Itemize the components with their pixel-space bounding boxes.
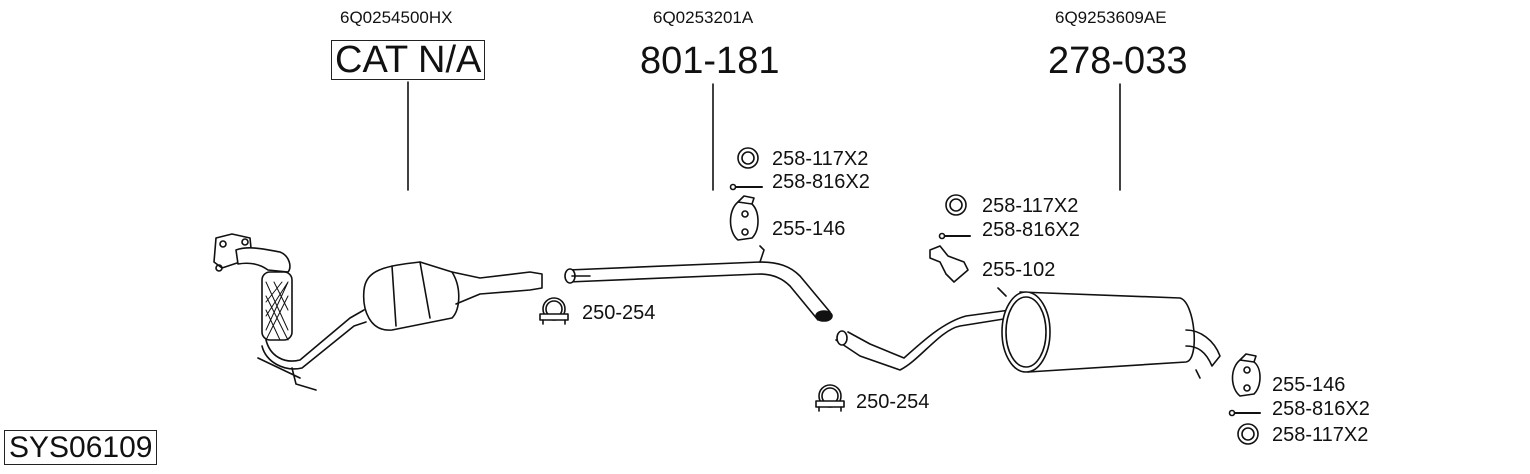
clamp-label: 250-254 [856, 391, 930, 413]
fitting-label: 255-146 [772, 218, 846, 240]
ring-icon [1237, 423, 1259, 445]
rubber-hanger-icon [1231, 353, 1261, 397]
catalytic-converter-part[interactable] [213, 233, 543, 391]
part-number-middle-pipe[interactable]: 801-181 [640, 40, 780, 82]
fitting-label: 258-117X2 [1272, 424, 1369, 446]
fitting-label: 258-117X2 [772, 148, 869, 170]
clamp-icon [815, 384, 845, 412]
part-number-cat[interactable]: CAT N/A [331, 40, 486, 80]
fitting-label: 258-816X2 [982, 219, 1080, 241]
bolt-icon [729, 183, 763, 191]
rear-silencer-part[interactable] [835, 287, 1221, 379]
system-code: SYS06109 [4, 430, 158, 465]
fitting-label: 258-816X2 [772, 171, 870, 193]
fitting-label: 258-816X2 [1272, 398, 1370, 420]
fitting-label: 258-117X2 [982, 195, 1079, 217]
oem-number-rear-silencer: 6Q9253609AE [1055, 8, 1167, 27]
fitting-label: 255-102 [982, 259, 1056, 281]
part-number-rear-silencer[interactable]: 278-033 [1048, 40, 1188, 82]
ring-icon [737, 147, 759, 169]
middle-pipe-part[interactable] [564, 245, 833, 322]
bracket-icon [929, 245, 969, 283]
ring-icon [945, 194, 967, 216]
fitting-label: 255-146 [1272, 374, 1346, 396]
oem-number-cat: 6Q0254500HX [340, 8, 453, 27]
oem-number-middle-pipe: 6Q0253201A [653, 8, 754, 27]
clamp-label: 250-254 [582, 302, 656, 324]
bolt-icon [1228, 409, 1261, 417]
bolt-icon [938, 232, 971, 240]
rubber-hanger-icon [729, 195, 759, 241]
clamp-icon [539, 297, 569, 325]
